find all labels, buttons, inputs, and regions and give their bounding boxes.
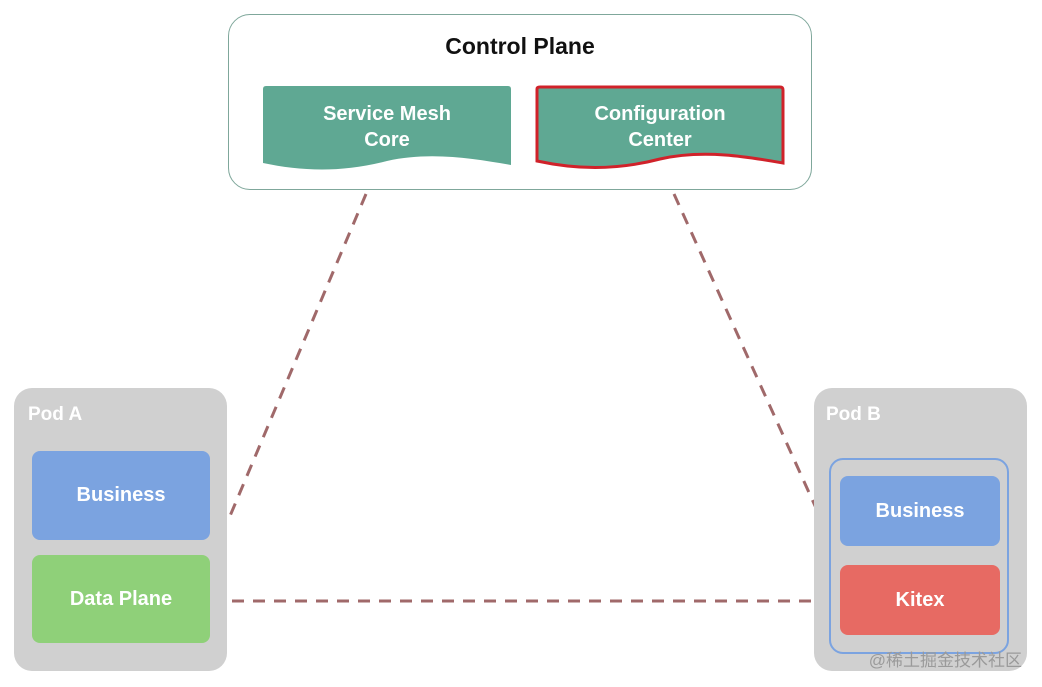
service-mesh-core-line2: Core — [364, 129, 410, 151]
configuration-center-label: Configuration Center — [534, 101, 786, 153]
pod-b-kitex-block: Kitex — [840, 565, 1000, 635]
service-mesh-core-label: Service Mesh Core — [261, 101, 513, 153]
pod-b-service-outline — [829, 458, 1009, 654]
configuration-center-line2: Center — [628, 129, 692, 151]
pod-b-business-block: Business — [840, 476, 1000, 546]
connector-core-to-pod-a — [228, 193, 368, 517]
pod-b: Pod B Business Kitex — [814, 388, 1027, 671]
pod-a-title: Pod A — [28, 404, 83, 425]
service-mesh-core-line1: Service Mesh — [323, 103, 451, 125]
service-mesh-core-shape — [263, 86, 511, 170]
service-mesh-core-box: Service Mesh Core — [261, 85, 513, 175]
pod-a-data-plane-block: Data Plane — [32, 555, 210, 643]
configuration-center-line1: Configuration — [594, 103, 726, 125]
connector-config-to-pod-b — [672, 193, 818, 509]
configuration-center-shape — [535, 85, 785, 169]
pod-a-business-block: Business — [32, 451, 210, 540]
control-plane-title: Control Plane — [445, 33, 595, 59]
pod-b-title: Pod B — [826, 404, 881, 425]
watermark-text: @稀土掘金技术社区 — [868, 651, 1022, 670]
pod-a: Pod A Business Data Plane — [14, 388, 227, 671]
configuration-center-box: Configuration Center — [534, 85, 786, 175]
